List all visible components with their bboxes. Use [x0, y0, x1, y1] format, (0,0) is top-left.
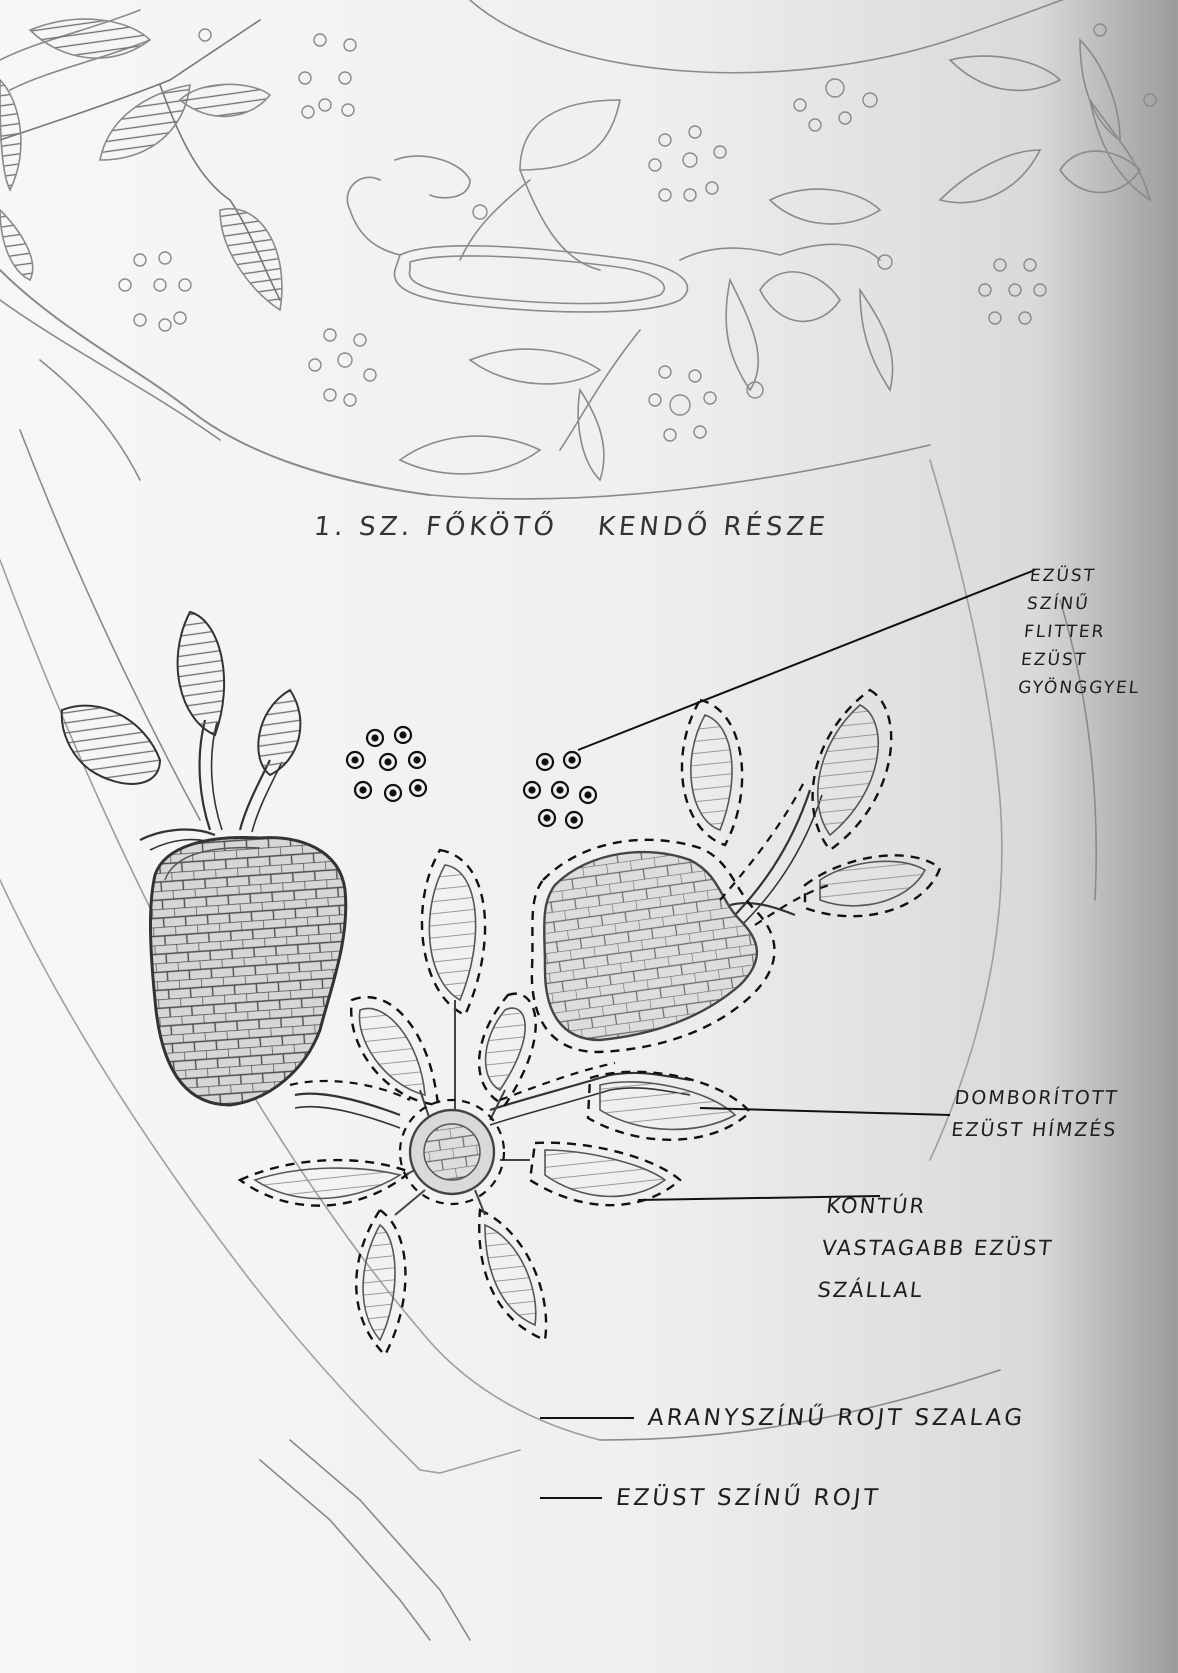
- legend-label-gold: ARANYSZÍNŰ ROJT SZALAG: [647, 1405, 1027, 1431]
- legend-silver-fringe: EZÜST SZÍNŰ ROJT: [540, 1485, 881, 1511]
- legend-label-silver: EZÜST SZÍNŰ ROJT: [615, 1485, 882, 1511]
- leader-silver-sequins: [578, 570, 1035, 750]
- annotation-line: EZÜST: [1028, 562, 1153, 590]
- annotation-line: DOMBORÍTOTT: [953, 1082, 1122, 1114]
- legend-line-gold: [540, 1417, 634, 1419]
- annotation-line: EZÜST HÍMZÉS: [950, 1114, 1119, 1146]
- annotation-line: EZÜST: [1020, 646, 1145, 674]
- caption-shawl-part: KENDŐ RÉSZE: [596, 512, 830, 542]
- leader-relief-embroidery: [700, 1108, 950, 1115]
- caption-headpiece: 1. SZ. FŐKÖTŐ: [312, 512, 559, 542]
- annotation-silver-sequins: EZÜST SZÍNŰ FLITTER EZÜST GYÖNGGYEL: [1017, 562, 1154, 702]
- annotation-line: SZÁLLAL: [815, 1269, 1051, 1311]
- annotation-line: KONTÚR: [824, 1185, 1060, 1227]
- annotation-line: GYÖNGGYEL: [1017, 674, 1142, 702]
- annotation-line: FLITTER: [1023, 618, 1148, 646]
- sequin-cluster-left: [347, 727, 426, 801]
- annotation-line: SZÍNŰ: [1025, 590, 1150, 618]
- legend-line-silver: [540, 1497, 602, 1499]
- annotation-line: VASTAGABB EZÜST: [820, 1227, 1056, 1269]
- annotation-contour-thread: KONTÚR VASTAGABB EZÜST SZÁLLAL: [815, 1185, 1059, 1311]
- sequin-cluster-right: [524, 752, 596, 828]
- legend-gold-fringe: ARANYSZÍNŰ ROJT SZALAG: [540, 1405, 1025, 1431]
- sheet-caption: 1. SZ. FŐKÖTŐ KENDŐ RÉSZE: [312, 512, 830, 542]
- annotation-relief-embroidery: DOMBORÍTOTT EZÜST HÍMZÉS: [950, 1082, 1123, 1146]
